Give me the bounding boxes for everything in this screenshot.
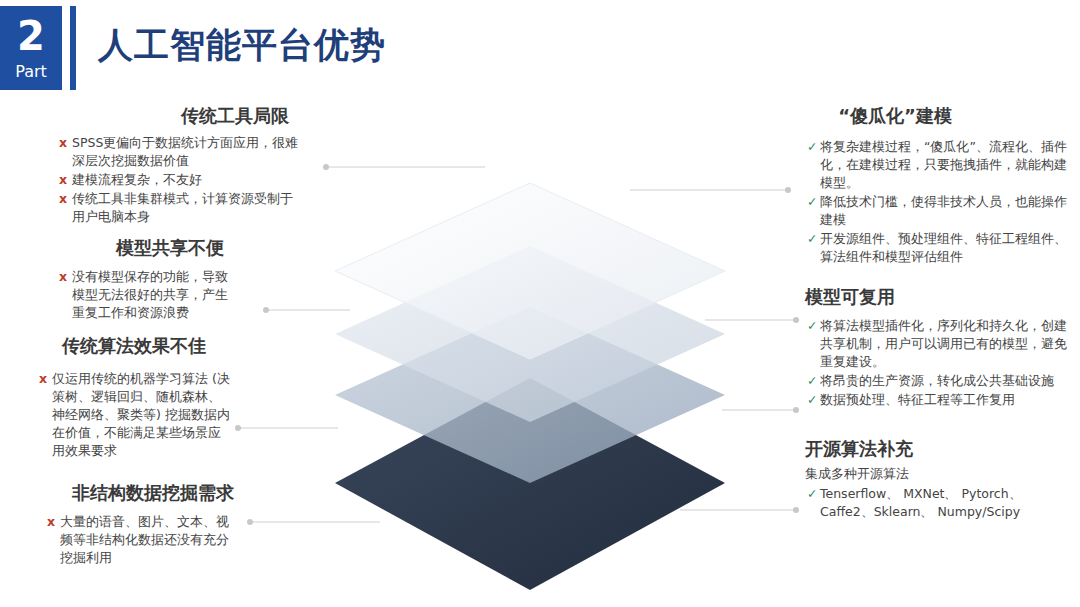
section-heading: 传统工具局限 <box>145 104 325 128</box>
section-heading: 模型共享不便 <box>85 236 255 260</box>
check-mark: ✓ <box>807 317 817 335</box>
bullet-text: 传统工具非集群模式，计算资源受制于用户电脑本身 <box>72 190 304 226</box>
part-badge <box>0 6 62 90</box>
cross-mark: x <box>59 134 67 152</box>
part-number: 2 <box>0 14 62 58</box>
bullet-text: 开发源组件、预处理组件、特征工程组件、算法组件和模型评估组件 <box>820 230 1072 266</box>
section-heading: 模型可复用 <box>805 285 1005 309</box>
bullet-text: 降低技术门槛，使得非技术人员，也能操作建模 <box>820 193 1072 229</box>
section-heading: “傻瓜化”建模 <box>800 104 990 128</box>
bullet-text: 将复杂建模过程，“傻瓜化”、流程化、插件化，在建模过程，只要拖拽插件，就能构建模… <box>820 138 1072 192</box>
bullet-text: 将算法模型插件化，序列化和持久化，创建共享机制，用户可以调用已有的模型，避免重复… <box>820 317 1072 371</box>
part-label: Part <box>0 62 62 82</box>
cross-mark: x <box>59 190 67 208</box>
section-intro: 集成多种开源算法 <box>805 465 1065 483</box>
bullet-text: 大量的语音、图片、文本、视频等非结构化数据还没有充分挖掘利用 <box>60 513 240 567</box>
bullet-text: 数据预处理、特征工程等工作复用 <box>820 391 1072 409</box>
section-heading: 传统算法效果不佳 <box>36 334 232 358</box>
bullet-text: 将昂贵的生产资源，转化成公共基础设施 <box>820 372 1072 390</box>
bullet-text: 没有模型保存的功能，导致模型无法很好的共享，产生重复工作和资源浪费 <box>72 268 238 322</box>
bullet-text: SPSS更偏向于数据统计方面应用，很难深层次挖掘数据价值 <box>72 134 304 170</box>
cross-mark: x <box>39 370 47 388</box>
section-heading: 非结构数据挖掘需求 <box>50 481 255 505</box>
check-mark: ✓ <box>807 230 817 248</box>
leader-lines <box>238 167 796 522</box>
layer-diamond <box>335 183 725 359</box>
check-mark: ✓ <box>807 372 817 390</box>
header-bar <box>70 6 76 90</box>
check-mark: ✓ <box>807 138 817 156</box>
page-title: 人工智能平台优势 <box>98 22 386 69</box>
bullet-text: 建模流程复杂，不友好 <box>72 171 304 189</box>
cross-mark: x <box>47 513 55 531</box>
cross-mark: x <box>59 268 67 286</box>
cross-mark: x <box>59 171 67 189</box>
section-heading: 开源算法补充 <box>805 437 1005 461</box>
leader-dots <box>235 164 799 525</box>
check-mark: ✓ <box>807 391 817 409</box>
bullet-text: Tenserflow、 MXNet、 Pytorch、 Caffe2、Sklea… <box>820 485 1072 521</box>
check-mark: ✓ <box>807 193 817 211</box>
check-mark: ✓ <box>807 485 817 503</box>
bullet-text: 仅运用传统的机器学习算法 (决策树、逻辑回归、随机森林、神经网络、聚类等) 挖掘… <box>52 370 232 460</box>
